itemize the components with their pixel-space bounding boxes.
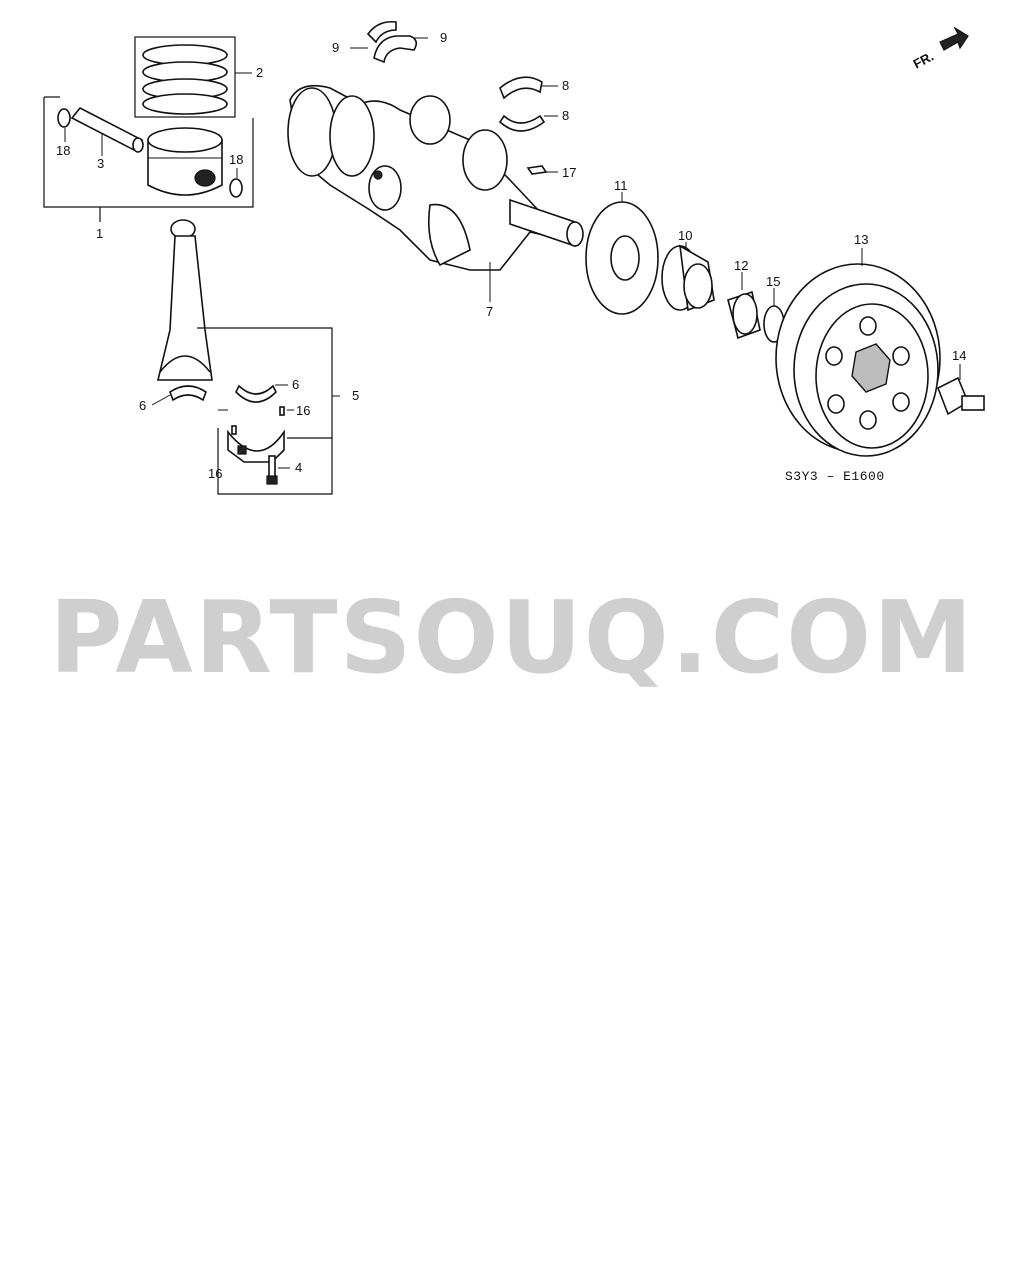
oil-seal (727, 272, 761, 340)
callout-8-upper: 8 (562, 78, 569, 93)
callout-10: 10 (678, 228, 692, 243)
diagram-code: S3Y3 – E1600 (785, 469, 885, 484)
snap-ring-left (57, 108, 71, 128)
callout-9-right: 9 (440, 30, 447, 45)
rod-bolt (266, 455, 278, 485)
rod-bearing-lower (169, 385, 207, 402)
callout-3: 3 (97, 156, 104, 171)
thrust-washers (350, 20, 428, 64)
callout-6-lower: 6 (139, 398, 146, 413)
front-direction-label: FR. (911, 48, 937, 71)
crankshaft-pulley (775, 248, 941, 457)
callout-13: 13 (854, 232, 868, 247)
callout-6-upper: 6 (292, 377, 299, 392)
callout-4: 4 (295, 460, 302, 475)
rod-assembly-frame (151, 327, 340, 495)
piston (147, 127, 223, 196)
callout-11: 11 (614, 178, 628, 193)
front-arrow-icon (939, 26, 969, 51)
callout-18-right: 18 (229, 152, 243, 167)
dowel-pin-lower (231, 425, 237, 435)
callout-14: 14 (952, 348, 966, 363)
parts-diagram: 1 2 3 4 5 6 6 7 8 8 9 9 10 11 12 13 14 1… (43, 20, 985, 495)
woodruff-key (526, 165, 558, 175)
callout-18-left: 18 (56, 143, 70, 158)
rod-bearing-upper (235, 384, 277, 403)
dowel-pin-upper (279, 406, 285, 416)
rod-cap (227, 429, 285, 463)
callout-8-lower: 8 (562, 108, 569, 123)
callout-16-upper: 16 (296, 403, 310, 418)
piston-pin (70, 106, 144, 153)
callout-12: 12 (734, 258, 748, 273)
pulser-plate (585, 192, 659, 315)
callout-17: 17 (562, 165, 576, 180)
main-bearing-lower (498, 114, 558, 132)
callout-1: 1 (96, 226, 103, 241)
timing-sprocket (661, 242, 715, 312)
crankshaft (287, 84, 584, 302)
pulley-bolt (936, 364, 985, 416)
callout-7: 7 (486, 304, 493, 319)
callout-2: 2 (256, 65, 263, 80)
piston-rings-frame (134, 36, 252, 118)
piston-rings (142, 44, 228, 115)
snap-ring-right (229, 178, 243, 198)
piston-assembly-frame (43, 96, 254, 222)
watermark: PARTSOUQ.COM (49, 579, 975, 696)
connecting-rod (156, 219, 213, 381)
callout-5: 5 (352, 388, 359, 403)
callout-15: 15 (766, 274, 780, 289)
callout-9-left: 9 (332, 40, 339, 55)
callout-16-lower: 16 (208, 466, 222, 481)
main-bearing-upper (499, 76, 558, 100)
